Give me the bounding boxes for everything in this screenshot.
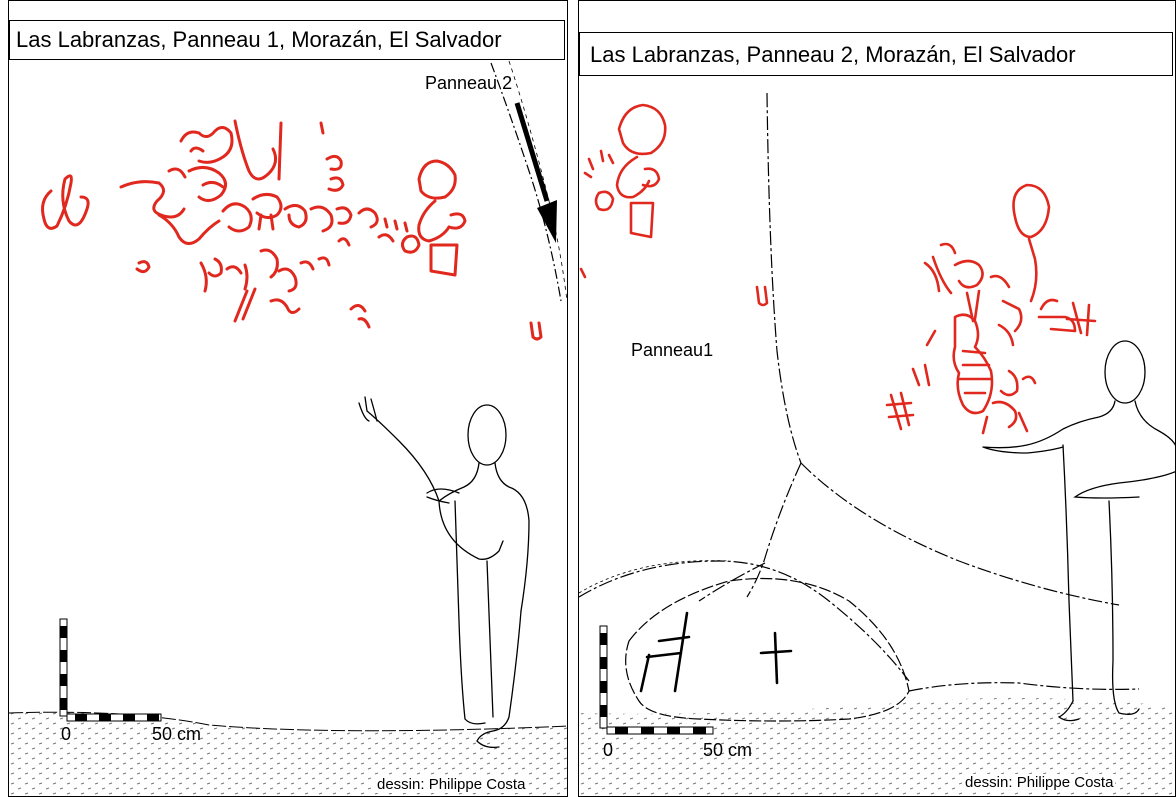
rock-edge (579, 560, 730, 594)
annotation-label: Panneau1 (631, 340, 714, 360)
petroglyphs (41, 119, 543, 341)
rock-edge (490, 62, 562, 302)
rock-cracks (579, 92, 1140, 692)
petroglyphs (579, 103, 1097, 435)
drawing-panel-1: Las Labranzas, Panneau 1, Morazán, El Sa… (8, 0, 568, 797)
panel-2-drawing (579, 92, 1175, 796)
scale-zero-label: 0 (603, 740, 614, 760)
panel-title: Las Labranzas, Panneau 2, Morazán, El Sa… (579, 32, 1173, 76)
arrow-icon (514, 102, 557, 243)
ground-area (579, 697, 1175, 796)
scale-bar (599, 625, 714, 735)
credit-label: dessin: Philippe Costa (963, 774, 1116, 791)
human-figure (982, 340, 1175, 722)
rock-edge-2 (508, 60, 567, 302)
credit-label: dessin: Philippe Costa (375, 776, 528, 793)
rock-outline (625, 577, 910, 722)
human-figure (358, 396, 530, 749)
ground-line (9, 711, 567, 732)
cross-marks (639, 611, 793, 693)
panel-1-drawing (9, 60, 567, 796)
annotation-label: Panneau 2 (425, 73, 513, 93)
scale-zero-label: 0 (61, 724, 72, 744)
panel-title: Las Labranzas, Panneau 1, Morazán, El Sa… (9, 20, 565, 60)
scale-end-label: 50 cm (703, 740, 753, 760)
scale-end-label: 50 cm (152, 724, 202, 744)
drawing-panel-2: Las Labranzas, Panneau 2, Morazán, El Sa… (578, 0, 1176, 797)
scale-bar (59, 618, 162, 722)
ground-area (9, 712, 567, 796)
